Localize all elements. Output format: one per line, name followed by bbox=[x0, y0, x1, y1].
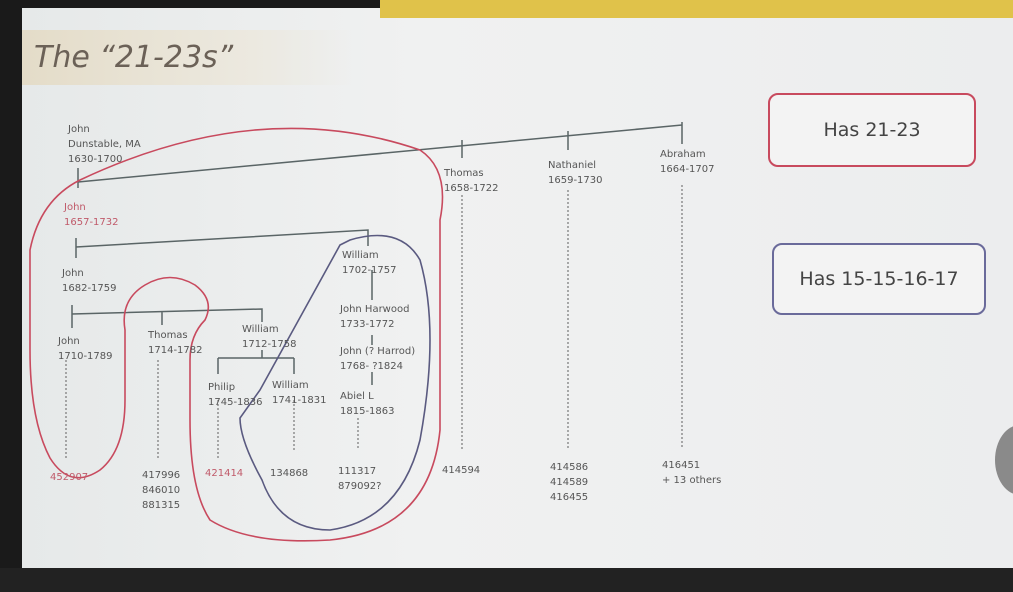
slide-top-banner bbox=[380, 0, 1013, 18]
red-outline bbox=[29, 127, 444, 542]
bottom-frame bbox=[0, 568, 1013, 592]
kit-452907: 452907 bbox=[50, 472, 89, 483]
blue-outline bbox=[239, 234, 431, 531]
kit-414594: 414594 bbox=[442, 465, 481, 476]
legend-red: Has 21-23 bbox=[768, 93, 976, 167]
person-john-harrod: John (? Harrod)1768- ?1824 bbox=[340, 346, 416, 372]
screen-edge-shadow bbox=[995, 425, 1013, 495]
slide-title: The “21-23s” bbox=[34, 40, 234, 75]
kit-list-abraham: 416451+ 13 others bbox=[662, 460, 722, 486]
kit-421414: 421414 bbox=[205, 468, 244, 479]
legend-blue: Has 15-15-16-17 bbox=[772, 243, 986, 315]
kit-134868: 134868 bbox=[270, 468, 309, 479]
title-band bbox=[22, 30, 352, 85]
